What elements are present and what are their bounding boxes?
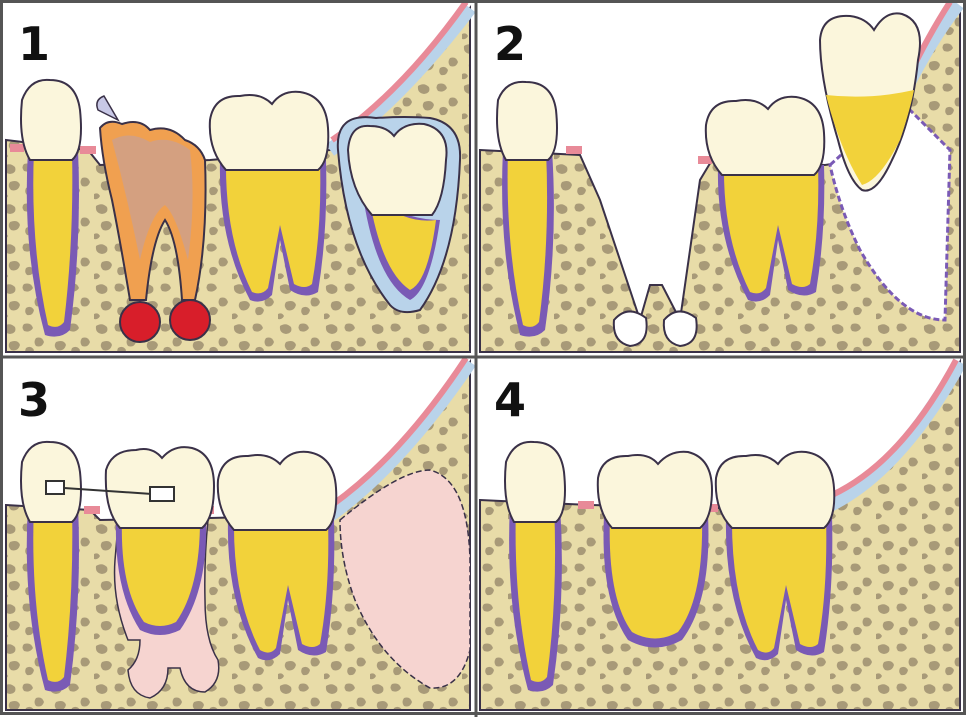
bone-graft	[339, 469, 471, 689]
orthodontic-wire	[63, 487, 153, 495]
tooth-icon	[818, 12, 921, 192]
panel-4: 4	[479, 358, 966, 711]
tooth-icon	[704, 95, 826, 302]
panel-3: 3	[5, 356, 476, 711]
infection-left	[119, 301, 161, 343]
bracket-right	[149, 486, 175, 502]
extraction-socket-right	[662, 310, 698, 348]
tooth-icon	[714, 450, 836, 661]
bracket-icon	[45, 480, 175, 502]
tooth-icon	[96, 95, 211, 343]
tooth-icon	[504, 440, 566, 692]
tooth-icon	[336, 116, 462, 314]
infection-right	[169, 299, 211, 341]
tooth-icon	[496, 80, 558, 337]
panel-2: 2	[479, 0, 964, 353]
tooth-icon	[20, 78, 82, 337]
tooth-icon	[216, 450, 338, 661]
tooth-icon	[208, 90, 330, 302]
panel-number: 4	[494, 373, 526, 427]
panel-number: 2	[494, 17, 526, 71]
extraction-socket-left	[612, 310, 648, 348]
panel-number: 1	[18, 17, 50, 71]
tooth-icon	[596, 450, 714, 648]
panel-1: 1	[5, 0, 476, 353]
panel-number: 3	[18, 373, 50, 427]
bracket-left	[45, 480, 65, 495]
